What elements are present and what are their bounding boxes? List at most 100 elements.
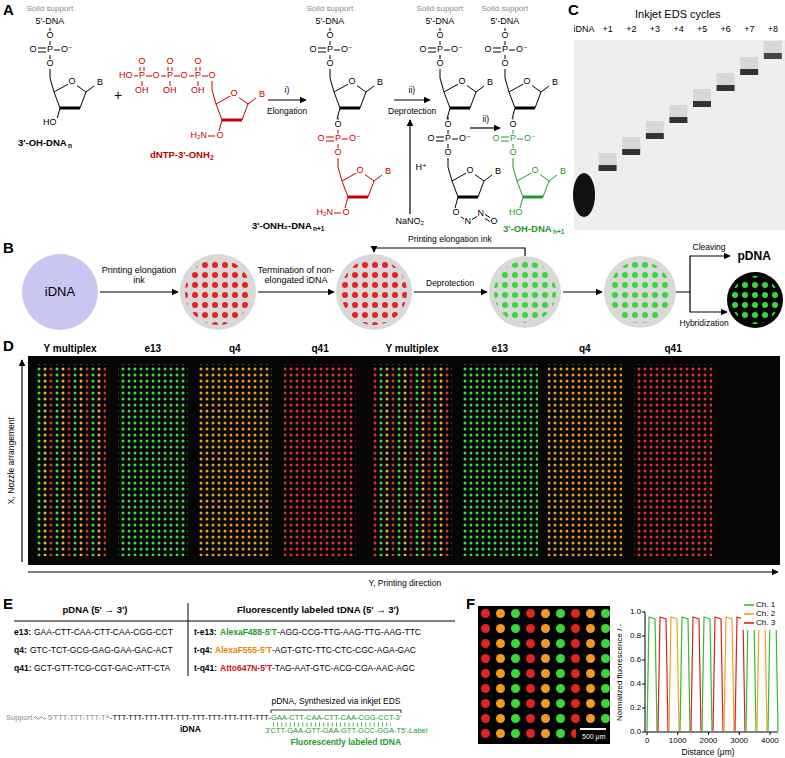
table-header: pDNA (5' → 3') bbox=[63, 605, 128, 615]
atom-label: O⁻ bbox=[348, 134, 362, 144]
atom-label: O bbox=[342, 208, 351, 218]
hybridization-ticks bbox=[273, 723, 391, 727]
tick-label: 2000 bbox=[700, 737, 718, 746]
legend-label: Ch. 3 bbox=[756, 619, 775, 628]
atom-label: O bbox=[180, 71, 189, 81]
gel-image bbox=[669, 117, 687, 123]
atom-label: OH bbox=[162, 86, 178, 96]
workflow-graphic bbox=[563, 291, 602, 292]
sequence: Support bbox=[6, 714, 32, 722]
atom-label: P bbox=[46, 45, 54, 55]
workflow-graphic bbox=[609, 261, 671, 323]
atom-label: O bbox=[523, 77, 532, 87]
atom-label: O bbox=[444, 148, 453, 158]
atom-label: 5'-DNA bbox=[315, 17, 346, 27]
microarray-image bbox=[198, 364, 272, 556]
atom-label: O bbox=[326, 31, 335, 41]
workflow-graphic bbox=[100, 248, 783, 330]
sequence-name: AlexaF488-5'T bbox=[220, 628, 277, 637]
lane-label: +7 bbox=[744, 25, 754, 35]
sequence: ^ bbox=[106, 714, 110, 722]
microarray-image bbox=[372, 364, 452, 556]
tick-label: 0.6 bbox=[630, 656, 641, 665]
compound-name: 3'-OH-DNA bbox=[503, 224, 552, 234]
panel-letter: F bbox=[466, 596, 475, 613]
subscript: 2 bbox=[210, 154, 214, 161]
line-plot bbox=[702, 617, 712, 731]
step-label: ii) bbox=[408, 86, 417, 95]
atom-label: O bbox=[484, 45, 493, 55]
atom-label: O bbox=[509, 120, 518, 130]
atom-label: O⁻ bbox=[450, 45, 464, 55]
compound-name: dNTP-3'-ONH bbox=[150, 150, 210, 160]
gel-image bbox=[646, 133, 664, 139]
column-header: q4 bbox=[229, 343, 241, 354]
gel-image bbox=[573, 173, 595, 217]
lane-label: +2 bbox=[626, 25, 636, 35]
panel-letter: C bbox=[568, 2, 579, 19]
lane-label: +1 bbox=[603, 25, 613, 35]
gel-image bbox=[740, 69, 758, 75]
microarray-image bbox=[284, 364, 356, 556]
microarray-image bbox=[28, 356, 780, 565]
atom-label: B bbox=[384, 167, 392, 177]
microarray-image bbox=[548, 364, 622, 556]
panel-letter: A bbox=[3, 2, 14, 19]
atom-label: O bbox=[501, 59, 510, 69]
sequence: -AGG-CCG-TTG-AAG-TTG-AAG-TTC bbox=[277, 628, 421, 637]
support-label: Solid support bbox=[482, 5, 529, 14]
plus-sign: + bbox=[114, 88, 122, 103]
tick-label: 0.2 bbox=[630, 704, 641, 713]
sequence: GAA-CTT-CAA-CTT-CAA-CGG-CCT-3' bbox=[271, 714, 401, 722]
chemical-structure bbox=[212, 76, 256, 131]
atom-label: O bbox=[466, 166, 475, 176]
subscript: n bbox=[68, 142, 72, 149]
tick-label: Normalized fluorescence / - bbox=[616, 623, 625, 720]
tick-label: 3000 bbox=[730, 737, 748, 746]
line-plot bbox=[680, 617, 690, 731]
column-header: q41 bbox=[312, 343, 329, 354]
gel-image bbox=[764, 53, 782, 59]
atom-label: O bbox=[356, 166, 365, 176]
gel-image bbox=[717, 73, 735, 85]
legend-box bbox=[741, 599, 784, 630]
line-plot bbox=[768, 617, 778, 731]
atom-label: O⁻ bbox=[340, 45, 354, 55]
table-rule bbox=[14, 603, 455, 676]
atom-label: O bbox=[317, 134, 326, 144]
reaction-arrow bbox=[409, 120, 410, 214]
sequence-name: Fluorescently labeled tDNA bbox=[291, 738, 402, 747]
gel-image bbox=[622, 137, 640, 149]
atom-label: O bbox=[348, 77, 357, 87]
workflow-graphic bbox=[258, 291, 334, 292]
step-label: Printing elongation ink bbox=[407, 235, 493, 244]
atom-label: O⁻ bbox=[60, 45, 74, 55]
workflow-graphic bbox=[414, 291, 487, 292]
atom-label: NaNO₂ bbox=[395, 217, 426, 227]
atom-label: O bbox=[419, 45, 428, 55]
atom-label: B bbox=[376, 78, 384, 88]
chemical-structure bbox=[330, 64, 374, 119]
workflow-graphic bbox=[100, 248, 730, 312]
atom-label: HO bbox=[508, 208, 524, 218]
chemical-structure bbox=[513, 153, 557, 208]
chemical-structure bbox=[126, 62, 215, 136]
axis-label: Y, Printing direction bbox=[369, 579, 442, 588]
reaction-arrow bbox=[268, 99, 306, 100]
workflow-graphic bbox=[604, 256, 676, 328]
line-plot bbox=[713, 617, 723, 731]
atom-label: O bbox=[458, 77, 467, 87]
atom-label: B bbox=[486, 78, 494, 88]
line-plot bbox=[746, 617, 756, 731]
tick-label: 1.0 bbox=[630, 608, 641, 617]
atom-label: OH bbox=[134, 86, 150, 96]
atom-label: B bbox=[258, 90, 266, 100]
atom-label: H⁺ bbox=[415, 163, 428, 173]
line-plot bbox=[642, 612, 778, 735]
reaction-arrow bbox=[470, 127, 500, 128]
chemical-structure bbox=[50, 64, 94, 119]
sample-circle: iDNA bbox=[22, 254, 98, 330]
tick-label: 4000 bbox=[761, 737, 779, 746]
sequence-name: t-q41: bbox=[194, 664, 217, 673]
